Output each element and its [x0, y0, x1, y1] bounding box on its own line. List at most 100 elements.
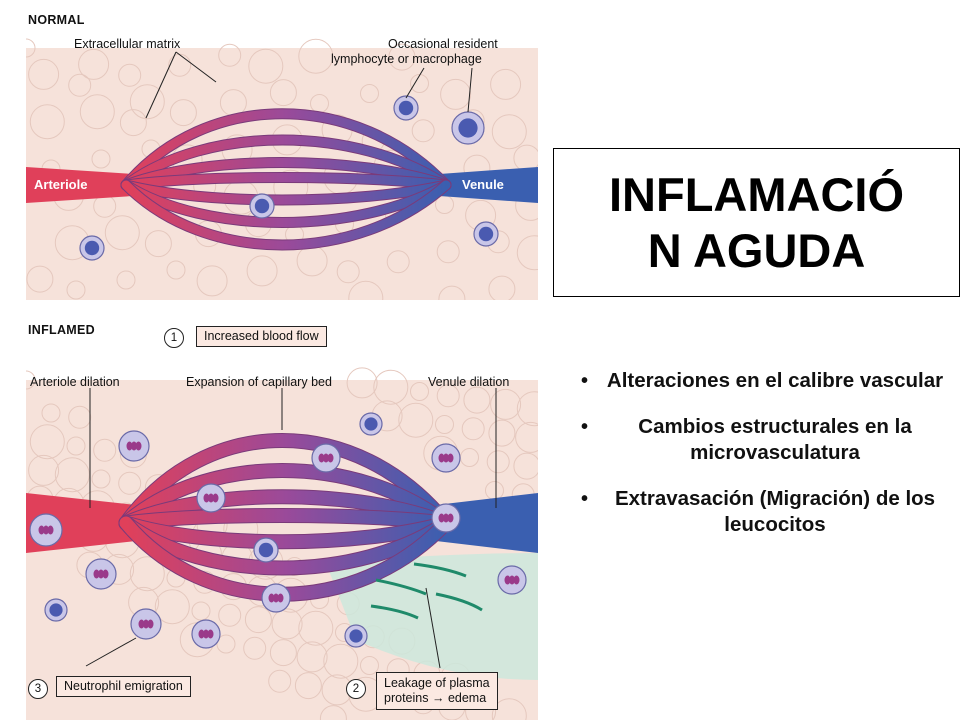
capillary-branch	[121, 109, 451, 190]
inflamed-vascular-diagram	[26, 367, 538, 720]
matrix-fiber	[388, 43, 416, 71]
edema-region	[326, 553, 538, 680]
capillary-branch	[119, 516, 453, 575]
matrix-fiber	[298, 610, 334, 646]
matrix-fiber	[29, 424, 65, 460]
plasma-leakage-line2b: edema	[447, 691, 487, 705]
matrix-fiber	[91, 149, 111, 169]
neutrophil-nucleus	[509, 575, 515, 585]
matrix-fiber	[461, 417, 485, 441]
capillary-branch	[121, 180, 451, 205]
neutrophil-nucleus	[443, 513, 449, 523]
capillary-branch	[119, 464, 453, 530]
neutrophil-nucleus	[212, 493, 219, 503]
matrix-fiber	[360, 84, 379, 103]
neutrophil-nucleus	[323, 453, 329, 463]
matrix-fiber	[144, 230, 172, 258]
matrix-fiber	[26, 38, 36, 58]
neutrophil-nucleus	[98, 569, 104, 579]
bullet-text: Cambios estructurales en la microvascula…	[638, 415, 912, 464]
neutrophil-nucleus	[203, 629, 209, 639]
matrix-fiber	[348, 280, 384, 300]
bullet-dot-icon: •	[581, 488, 589, 510]
matrix-fiber	[373, 369, 409, 405]
matrix-fiber	[491, 698, 527, 720]
neutrophil-nucleus	[438, 513, 445, 523]
matrix-fiber	[410, 382, 429, 401]
matrix-fiber	[54, 457, 90, 493]
matrix-fiber	[28, 58, 60, 90]
leader-line	[145, 51, 177, 119]
neutrophil-nucleus	[268, 593, 275, 603]
capillary-branch	[121, 180, 451, 250]
matrix-fiber	[246, 255, 278, 287]
normal-vascular-diagram	[26, 38, 538, 300]
venule-label: Venule	[462, 177, 504, 192]
matrix-fiber	[68, 405, 92, 429]
matrix-fiber	[26, 370, 36, 390]
matrix-fiber	[68, 73, 92, 97]
matrix-fiber	[438, 285, 466, 300]
matrix-fiber	[191, 601, 211, 621]
matrix-fiber	[463, 386, 491, 414]
matrix-fiber	[66, 436, 86, 456]
matrix-fiber	[488, 275, 516, 300]
extracellular-matrix-label: Extracellular matrix	[74, 37, 181, 51]
neutrophil-nucleus	[513, 575, 520, 585]
leader-line	[425, 587, 441, 669]
matrix-fiber	[29, 104, 65, 140]
neutrophil-nucleus	[447, 513, 454, 523]
title-box: INFLAMACIÓN AGUDA	[553, 148, 960, 297]
matrix-fiber	[166, 260, 186, 280]
neutrophil-nucleus	[327, 453, 334, 463]
leader-line	[85, 637, 137, 667]
matrix-fiber	[294, 672, 322, 700]
matrix-fiber	[490, 388, 522, 420]
inflamed-panel: INFLAMED 1 Increased blood flow Arteriol…	[26, 318, 538, 720]
bullet-dot-icon: •	[581, 370, 589, 392]
matrix-fiber	[516, 235, 538, 271]
bullet-text: Extravasación (Migración) de los leucoci…	[614, 487, 936, 536]
matrix-fiber	[93, 438, 117, 462]
matrix-fiber	[78, 48, 110, 80]
leakage-arrow	[413, 562, 467, 578]
inflamed-heading: INFLAMED	[28, 323, 95, 337]
neutrophil-nucleus	[47, 525, 54, 535]
neutrophil-nucleus	[504, 575, 511, 585]
matrix-fiber	[244, 606, 272, 634]
matrix-fiber	[91, 469, 111, 489]
cell-nucleus	[49, 603, 63, 617]
matrix-fiber	[118, 63, 142, 87]
cell-nucleus	[258, 542, 274, 558]
venule-vessel	[436, 493, 538, 553]
cell-nucleus	[398, 100, 414, 116]
matrix-fiber	[486, 450, 510, 474]
matrix-fiber	[169, 99, 197, 127]
leader-line	[467, 67, 473, 113]
plasma-leakage-arrow: →	[431, 691, 445, 705]
cell-nucleus	[254, 198, 270, 214]
neutrophil-nucleus	[138, 619, 145, 629]
arteriole-label: Arteriole	[34, 177, 88, 192]
capillary-expansion-label: Expansion of capillary bed	[186, 375, 332, 389]
matrix-fiber	[28, 454, 60, 486]
capillary-branch	[119, 434, 453, 530]
slide-title: INFLAMACIÓN AGUDA	[608, 167, 904, 277]
matrix-fiber	[196, 265, 228, 297]
matrix-fiber	[491, 114, 527, 150]
matrix-fiber	[346, 367, 378, 399]
matrix-fiber	[269, 639, 297, 667]
arteriole-dilation-label: Arteriole dilation	[30, 375, 120, 389]
plasma-leakage-line2a: proteins	[384, 691, 429, 705]
arteriole-vessel	[26, 167, 136, 203]
neutrophil-nucleus	[131, 441, 137, 451]
matrix-fiber	[440, 78, 472, 110]
capillary-branch	[121, 158, 451, 190]
leakage-arrow	[375, 578, 427, 596]
matrix-fiber	[119, 109, 147, 137]
plasma-leakage-label: Leakage of plasma proteins → edema	[376, 672, 498, 710]
matrix-fiber	[118, 471, 142, 495]
matrix-fiber	[79, 94, 115, 130]
cell-nucleus	[458, 118, 478, 138]
matrix-fiber	[216, 634, 236, 654]
